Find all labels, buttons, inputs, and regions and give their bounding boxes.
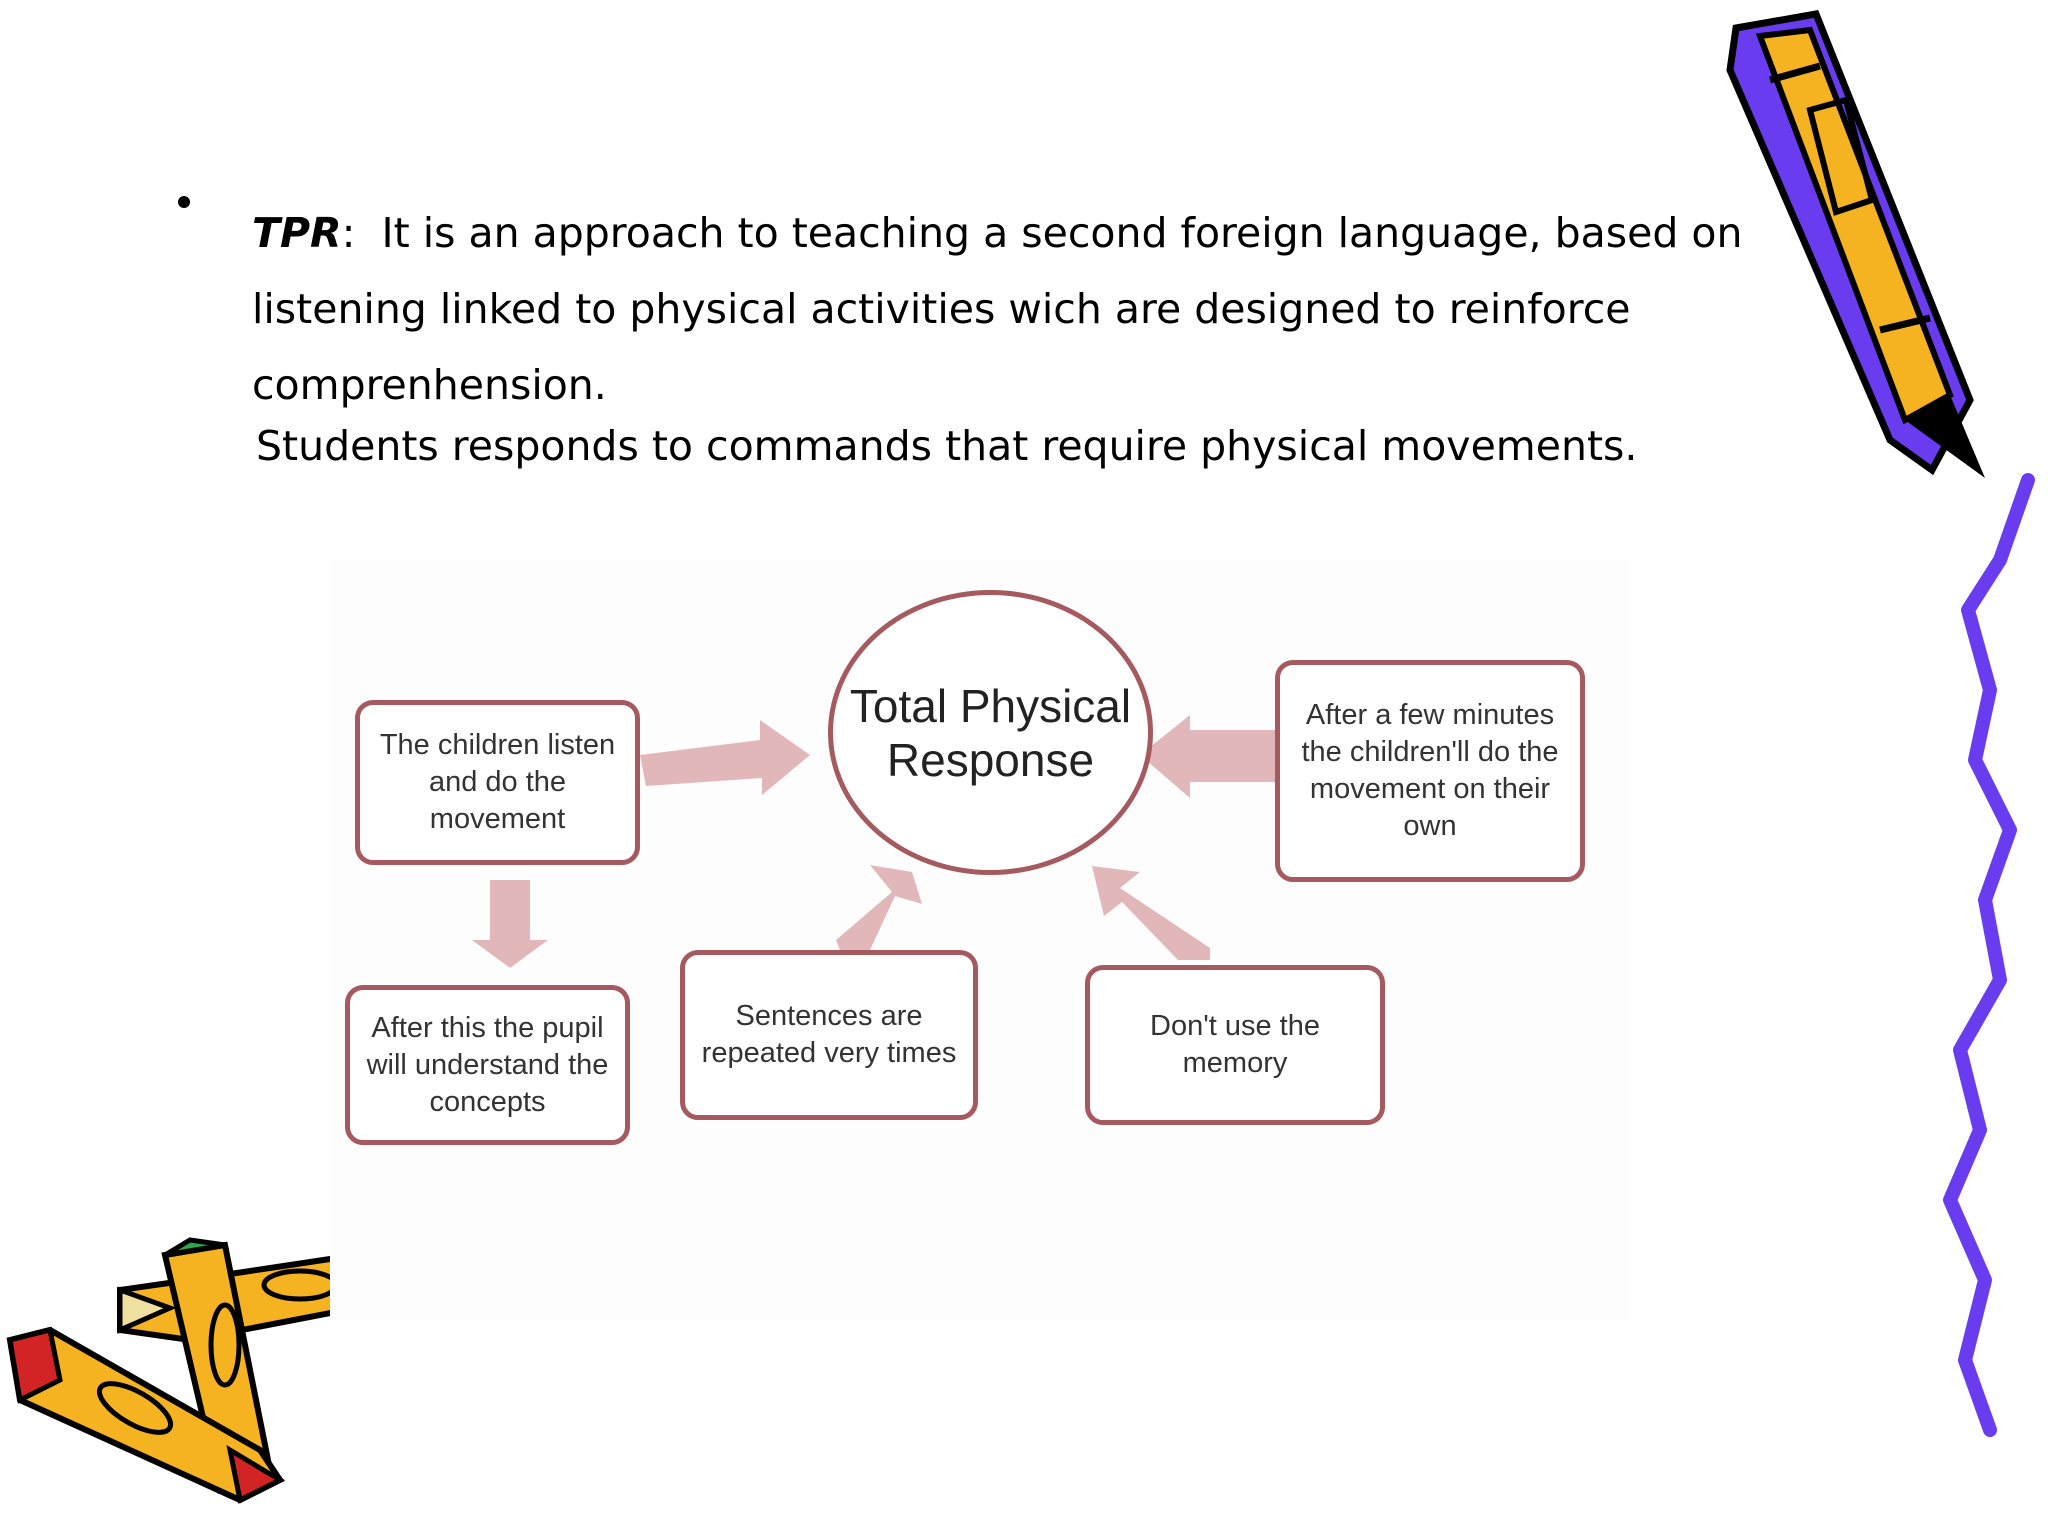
bullet-line-2: listening linked to physical activities …: [252, 285, 1631, 333]
box-memory: Don't use the memory: [1085, 965, 1385, 1125]
box-understand: After this the pupil will understand the…: [345, 985, 630, 1145]
box-own: After a few minutes the children'll do t…: [1275, 660, 1585, 882]
arrow-own-to-center: [1140, 715, 1275, 798]
diagram-arrows: [472, 715, 1275, 968]
arrow-listen-to-center: [640, 720, 810, 795]
bullet-line-3: comprenhension.: [252, 361, 607, 409]
box-repeated: Sentences are repeated very times: [680, 950, 978, 1120]
term-tpr: TPR: [252, 209, 342, 257]
bullet-line-1: TPR: It is an approach to teaching a sec…: [252, 195, 1742, 271]
bullet-paragraph: TPR: It is an approach to teaching a sec…: [252, 195, 1742, 423]
center-circle: Total Physical Response: [828, 590, 1153, 875]
crayon-icon: [6, 1326, 286, 1504]
term-separator: :: [341, 209, 356, 257]
box-listen: The children listen and do the movement: [355, 700, 640, 865]
arrow-listen-to-understand: [472, 880, 548, 968]
bullet-point: [178, 196, 190, 208]
bullet-line-4: Students responds to commands that requi…: [256, 422, 1638, 470]
pencil-icon: [1726, 10, 1985, 478]
arrow-repeated-to-center: [836, 865, 922, 950]
definition-line-1: It is an approach to teaching a second f…: [381, 209, 1743, 257]
squiggle-decoration: [1943, 473, 2035, 1437]
tpr-diagram: The children listen and do the movement …: [330, 560, 1630, 1320]
arrow-memory-to-center: [1092, 866, 1210, 960]
